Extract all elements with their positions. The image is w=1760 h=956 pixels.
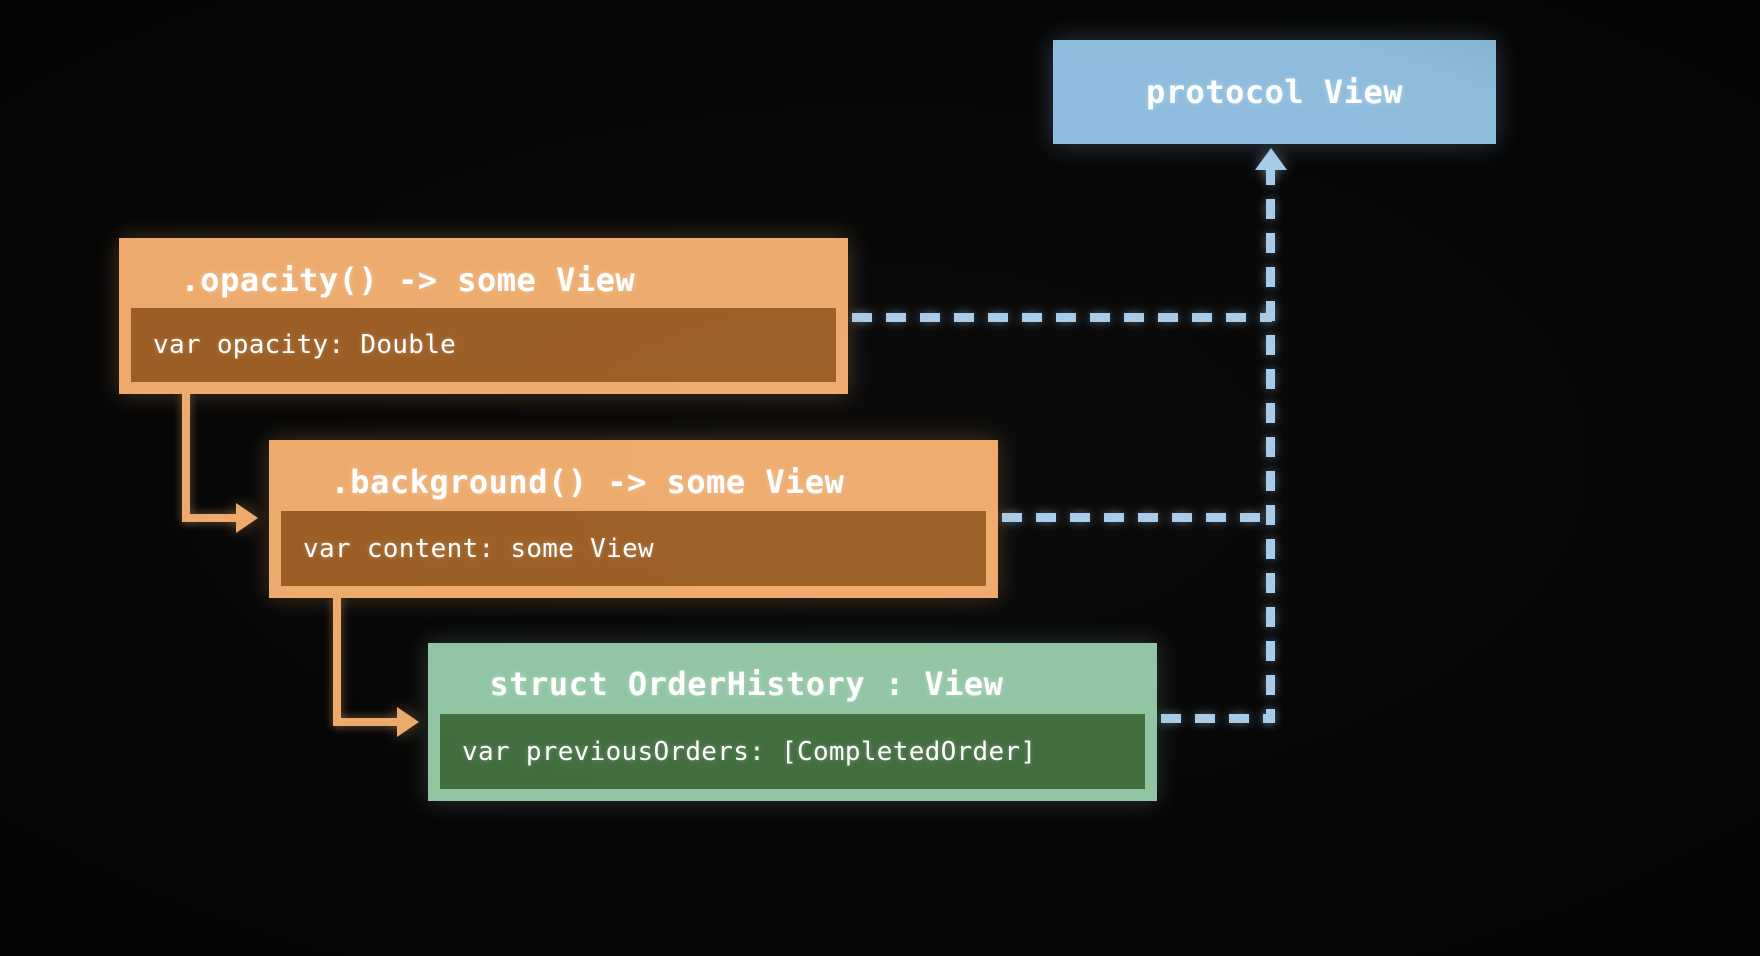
card-opacity-title: .opacity() -> some View (141, 261, 636, 299)
protocol-view-label: protocol View (1146, 73, 1403, 111)
card-order-history[interactable]: struct OrderHistory : View var previousO… (428, 643, 1157, 801)
card-opacity[interactable]: .opacity() -> some View var opacity: Dou… (119, 238, 848, 394)
elbow-arrow-background-to-struct (333, 596, 443, 737)
card-order-history-title: struct OrderHistory : View (450, 665, 1004, 703)
card-background[interactable]: .background() -> some View var content: … (269, 440, 998, 598)
elbow-arrow-opacity-to-background (182, 392, 282, 533)
conformance-line-opacity (852, 313, 1272, 322)
arrowhead-icon (236, 503, 258, 533)
elbow-vertical-segment (182, 392, 190, 522)
card-background-property-row: var content: some View (281, 511, 986, 586)
protocol-view-box[interactable]: protocol View (1053, 40, 1496, 144)
elbow-vertical-segment (333, 596, 341, 726)
conformance-arrowhead-icon (1255, 148, 1287, 170)
conformance-trunk-dashed-line (1266, 165, 1275, 723)
card-order-history-property-row: var previousOrders: [CompletedOrder] (440, 714, 1145, 789)
elbow-horizontal-segment (186, 514, 242, 522)
conformance-line-background (1002, 513, 1272, 522)
elbow-horizontal-segment (337, 718, 403, 726)
arrowhead-icon (397, 707, 419, 737)
card-background-title: .background() -> some View (291, 463, 845, 501)
card-opacity-property-row: var opacity: Double (131, 308, 836, 382)
conformance-line-struct (1161, 714, 1272, 723)
